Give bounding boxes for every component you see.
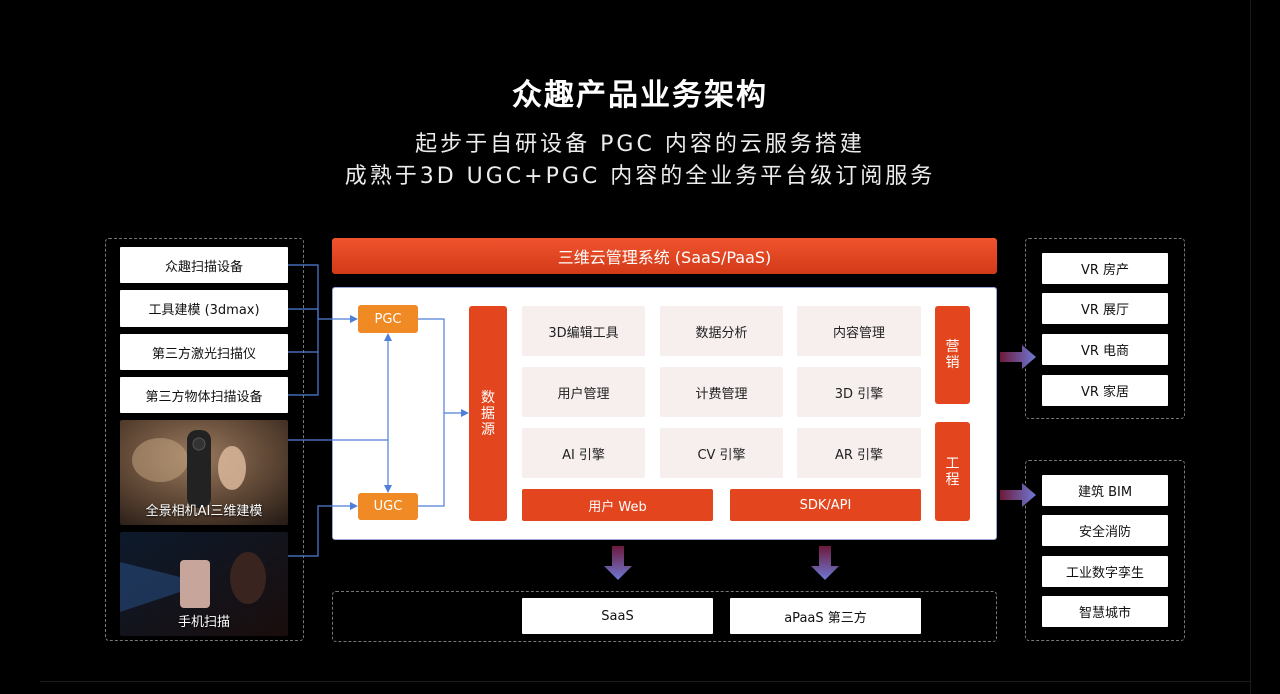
- module-3d-editor: 3D编辑工具: [522, 306, 645, 356]
- output-industrial-digital-twin: 工业数字孪生: [1042, 556, 1168, 587]
- frame-edge-right: [1250, 0, 1251, 694]
- data-source-block: 数据源: [469, 306, 507, 521]
- panoramic-camera-image: [120, 420, 288, 525]
- page-title: 众趣产品业务架构: [512, 78, 768, 113]
- panoramic-camera-caption: 全景相机AI三维建模: [145, 504, 263, 519]
- subtitle-line-2: 成熟于3D UGC+PGC 内容的全业务平台级订阅服务: [344, 164, 936, 189]
- phone-scan-caption: 手机扫描: [177, 615, 230, 630]
- module-user-management: 用户管理: [522, 367, 645, 417]
- input-item-3dmax-modeling: 工具建模 (3dmax): [120, 290, 288, 327]
- delivery-apaas: aPaaS 第三方: [730, 598, 921, 634]
- pgc-tag: PGC: [358, 305, 418, 333]
- output-vr-home: VR 家居: [1042, 375, 1168, 406]
- marketing-label: 营销: [945, 339, 960, 371]
- engineering-label: 工程: [945, 455, 960, 488]
- module-cv-engine: CV 引擎: [660, 428, 783, 478]
- module-ai-engine: AI 引擎: [522, 428, 645, 478]
- output-building-bim: 建筑 BIM: [1042, 475, 1168, 506]
- output-vr-showroom: VR 展厅: [1042, 293, 1168, 324]
- data-source-label: 数据源: [481, 389, 495, 438]
- user-web-block: 用户 Web: [522, 489, 713, 521]
- module-3d-engine: 3D 引擎: [797, 367, 921, 417]
- engineering-outputs-group: [1025, 460, 1185, 641]
- module-data-analytics: 数据分析: [660, 306, 783, 356]
- subtitle-line-1: 起步于自研设备 PGC 内容的云服务搭建: [415, 132, 865, 157]
- delivery-group: [332, 591, 997, 642]
- marketing-outputs-group: [1025, 238, 1185, 419]
- output-vr-ecommerce: VR 电商: [1042, 334, 1168, 365]
- delivery-saas: SaaS: [522, 598, 713, 634]
- output-fire-safety: 安全消防: [1042, 515, 1168, 546]
- engineering-block: 工程: [935, 422, 970, 521]
- module-content-management: 内容管理: [797, 306, 921, 356]
- output-vr-real-estate: VR 房产: [1042, 253, 1168, 284]
- marketing-block: 营销: [935, 306, 970, 404]
- ugc-tag: UGC: [358, 493, 418, 520]
- input-item-object-scanner: 第三方物体扫描设备: [120, 377, 288, 413]
- flow-arrows: [604, 345, 1036, 580]
- phone-scan-image: [120, 532, 288, 636]
- module-ar-engine: AR 引擎: [797, 428, 921, 478]
- input-connectors: [288, 264, 465, 557]
- connector-arrowheads: [350, 315, 469, 510]
- cloud-management-system-bar: 三维云管理系统 (SaaS/PaaS): [332, 238, 997, 274]
- input-item-laser-scanner: 第三方激光扫描仪: [120, 334, 288, 370]
- phone-scan-photo: 手机扫描: [120, 532, 288, 636]
- input-item-zhongqu-scanner: 众趣扫描设备: [120, 247, 288, 283]
- panoramic-camera-photo: 全景相机AI三维建模: [120, 420, 288, 525]
- sdk-api-block: SDK/API: [730, 489, 921, 521]
- output-smart-city: 智慧城市: [1042, 596, 1168, 627]
- frame-edge-bottom: [40, 681, 1250, 682]
- module-billing-management: 计费管理: [660, 367, 783, 417]
